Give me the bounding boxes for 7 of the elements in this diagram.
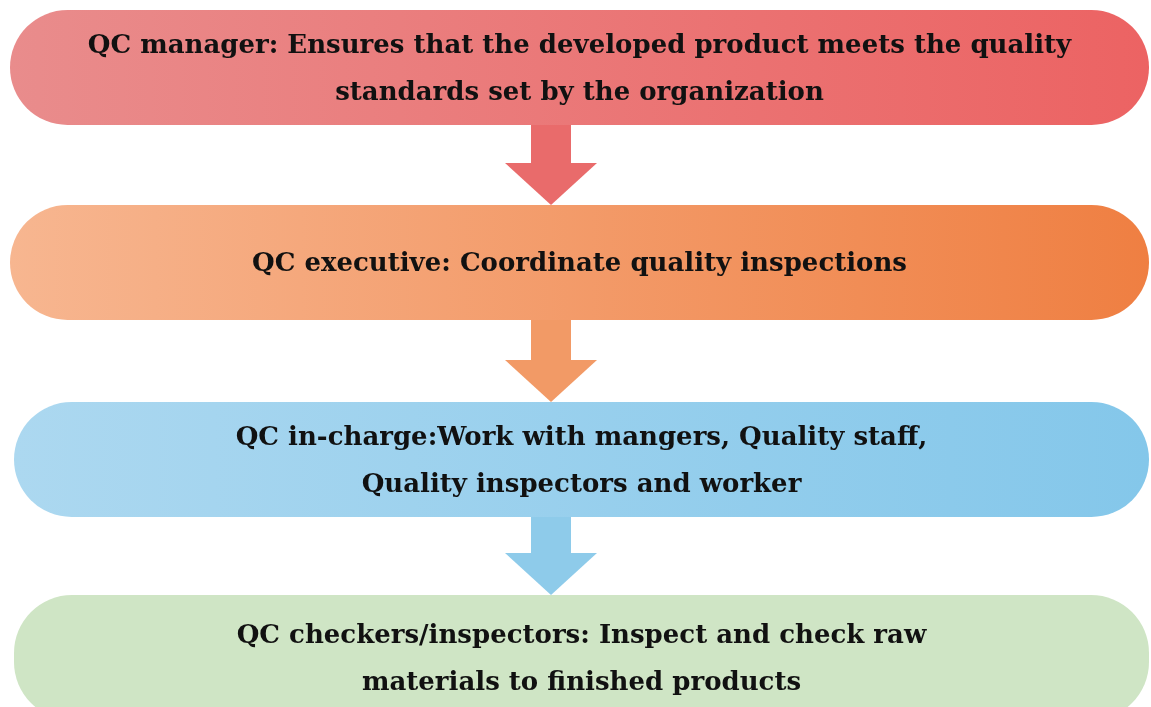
arrow — [505, 517, 597, 595]
role-description: QC executive: Coordinate quality inspections — [252, 246, 907, 279]
role-description: QC manager: Ensures that the developed product meets the quality standards set by the organization — [86, 27, 1073, 108]
role-description: QC in-charge:Work with mangers, Quality staff, Quality inspectors and worker — [234, 419, 929, 500]
arrow — [505, 125, 597, 205]
role-description: QC checkers/inspectors: Inspect and check raw materials to finished products — [235, 617, 928, 698]
arrow — [505, 320, 597, 402]
